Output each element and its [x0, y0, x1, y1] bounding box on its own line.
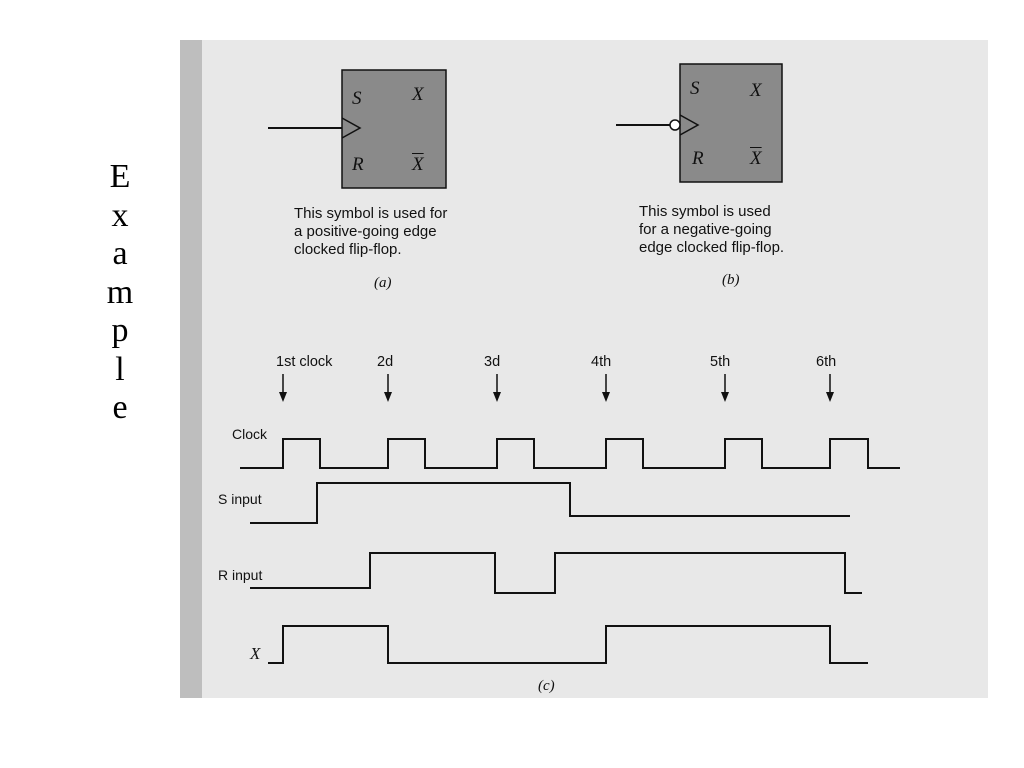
clock-edge-arrowhead-5 — [721, 392, 729, 402]
ff-b-x-pin: X — [750, 80, 762, 101]
s-input-label: S input — [218, 491, 262, 507]
figure-b-tag: (b) — [722, 272, 740, 288]
ff-a-caption-2: a positive-going edge — [294, 223, 437, 240]
clock-edge-arrowhead-2 — [384, 392, 392, 402]
ff-b-s-pin: S — [690, 78, 700, 99]
title-letter: a — [112, 235, 128, 272]
ff-b-caption-1: This symbol is used — [639, 203, 771, 220]
ff-b-r-pin: R — [692, 148, 704, 169]
clock-label-4th: 4th — [591, 354, 612, 370]
ff-b-caption-2: for a negative-going — [639, 221, 772, 238]
title-letter: x — [111, 196, 129, 234]
ff-a-x-pin: X — [412, 84, 424, 105]
title-letter: p — [111, 312, 129, 349]
figure-c-tag: (c) — [538, 678, 555, 694]
clock-edge-arrowhead-4 — [602, 392, 610, 402]
flipflop-a-clock-triangle — [341, 117, 362, 139]
x-output-label: X — [250, 644, 261, 663]
ff-a-caption-1: This symbol is used for — [294, 205, 448, 222]
ff-a-xbar-pin: X — [412, 154, 424, 175]
clock-signal-label: Clock — [232, 426, 268, 442]
ff-a-s-pin: S — [352, 88, 362, 109]
title-letter: m — [106, 273, 134, 311]
x-output-waveform — [268, 625, 868, 664]
waveform-diagram — [180, 40, 900, 698]
figure-a-tag: (a) — [374, 275, 392, 291]
clock-label-6th: 6th — [816, 354, 837, 370]
flipflop-b-inversion-bubble — [669, 119, 681, 131]
clock-label-1st: 1st clock — [276, 354, 333, 370]
scan-binding-shadow — [180, 40, 202, 698]
textbook-page-scan: S X R X This symbol is used for a positi… — [180, 40, 988, 698]
clock-label-3d: 3d — [484, 354, 501, 370]
flipflop-b-clock-triangle — [679, 114, 700, 136]
ff-b-caption-3: edge clocked flip-flop. — [639, 239, 785, 256]
s-input-waveform — [250, 482, 850, 524]
clock-edge-arrowhead-6 — [826, 392, 834, 402]
clock-label-5th: 5th — [710, 354, 731, 370]
title-letter: e — [112, 389, 128, 426]
ff-a-caption-3: clocked flip-flop. — [294, 241, 402, 258]
clock-edge-arrowhead-3 — [493, 392, 501, 402]
clock-edge-arrowhead-1 — [279, 392, 287, 402]
clock-waveform — [240, 438, 900, 469]
title-letter: l — [115, 350, 125, 388]
r-input-label: R input — [218, 567, 263, 583]
title-letter: E — [109, 158, 131, 195]
ff-a-r-pin: R — [352, 154, 364, 175]
clock-label-2d: 2d — [377, 354, 394, 370]
r-input-waveform — [250, 552, 862, 594]
ff-b-xbar-pin: X — [750, 148, 762, 169]
